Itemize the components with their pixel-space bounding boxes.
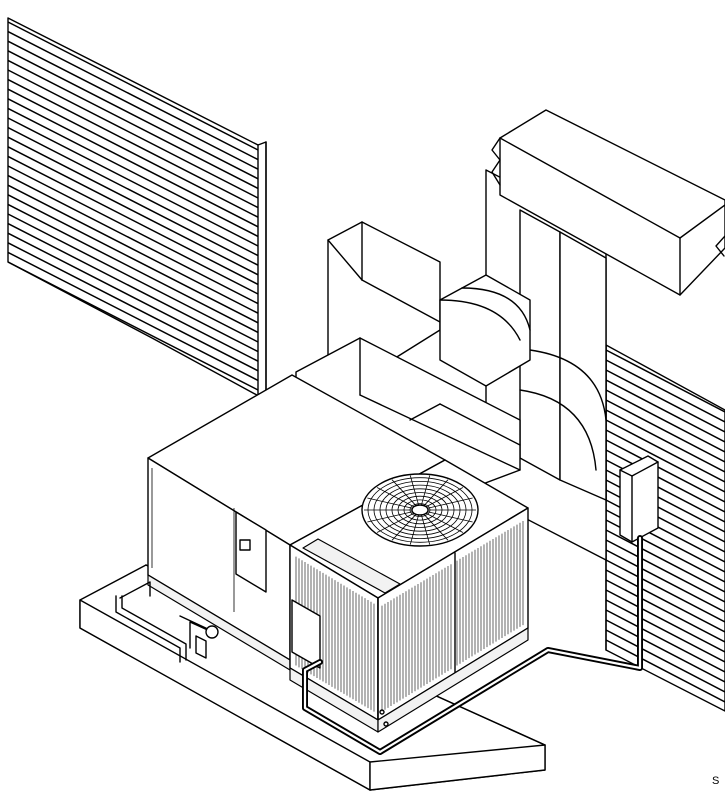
condenser-fan — [361, 473, 479, 547]
electrical-conduit — [302, 535, 643, 755]
coil-guard — [295, 556, 375, 712]
return-duct — [295, 221, 531, 501]
figure-code-label: S — [712, 775, 720, 787]
disconnect-box — [619, 455, 659, 543]
fan-hub-icon — [411, 504, 429, 516]
supply-duct — [485, 109, 725, 561]
nameplate-icon — [239, 539, 251, 551]
gas-piping — [115, 581, 219, 663]
left-wall-siding — [7, 17, 267, 401]
gas-valve-icon — [205, 625, 219, 639]
